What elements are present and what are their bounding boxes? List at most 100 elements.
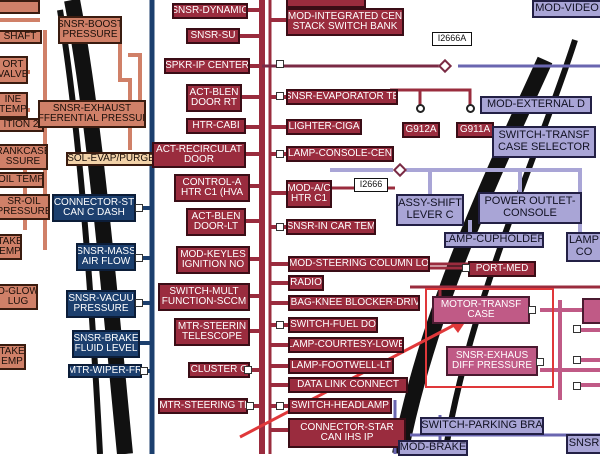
port-med-label: PORT-MED	[475, 262, 529, 274]
power-outlet-console-box[interactable]: POWER OUTLET- CONSOLE	[478, 192, 582, 224]
left-box-oil-pressure: SR-OIL PRESSURE	[0, 194, 50, 220]
switch-parking-brake-box[interactable]: SWITCH-PARKING BRA	[420, 417, 544, 435]
snsr-boost-pressure-box[interactable]: SNSR-BOOST PRESSURE	[58, 16, 122, 44]
ignition-no-label: IGNITION NO	[181, 259, 245, 270]
htr-cabin-label: HTR-CABI	[192, 119, 240, 131]
lamp-cupholder-box[interactable]: LAMP-CUPHOLDER	[444, 232, 544, 248]
top-cut-box	[286, 0, 366, 8]
left-label-o-glow: O-GLOW	[0, 285, 38, 297]
mod-integrated-center-stack-box[interactable]: MOD-INTEGRATED CEN STACK SWITCH BANK	[286, 8, 404, 36]
snsr-right-box[interactable]: SNSR	[566, 434, 600, 454]
mod-steering-column-label: MOD-STEERING COLUMN LO	[289, 257, 430, 269]
left-label-valve: VALVE	[0, 69, 28, 80]
mtr-steering-tilt-box[interactable]: MTR-STEERING TI	[158, 398, 248, 414]
airbag-knee-blocker-box[interactable]: AIRBAG-KNEE BLOCKER-DRIVER	[288, 295, 420, 311]
radio-box[interactable]: RADIO	[288, 275, 324, 291]
connector-icon	[573, 325, 581, 333]
connector-icon	[462, 264, 470, 272]
lever-c-label: LEVER C	[406, 209, 454, 221]
mod-steering-column-lock-box[interactable]: MOD-STEERING COLUMN LO	[288, 256, 430, 272]
sol-evap-purge-box[interactable]: SOL-EVAP/PURGE	[66, 152, 156, 166]
control-a-label: CONTROL-A	[182, 176, 242, 188]
lamp-console-center-box[interactable]: LAMP-CONSOLE-CEN	[286, 146, 394, 162]
mtr-steering-tilt-label: MTR-STEERING TI	[159, 399, 247, 411]
switch-headlamp-box[interactable]: SWITCH-HEADLAMP	[288, 398, 392, 414]
control-ac-htr-c1-box[interactable]: CONTROL-A HTR C1 (HVA	[174, 174, 250, 202]
switch-multifunction-sccm-box[interactable]: SWITCH-MULT FUNCTION-SCCM	[158, 283, 250, 311]
snsr-mass-air-flow-box[interactable]: SNSR-MASS AIR FLOW	[76, 243, 136, 271]
lamp-footwell-label: LAMP-FOOTWELL-LT	[291, 359, 391, 371]
mod-external-label: MOD-EXTERNAL D	[487, 98, 585, 111]
left-box-top	[0, 0, 40, 14]
left-label-oil-temp: OIL TEMP	[0, 173, 44, 185]
act-recirculat-label: ACT-RECIRCULAT	[156, 143, 242, 155]
ground-g912a-box[interactable]: G912A	[402, 122, 440, 138]
switch-fuel-door-label: SWITCH-FUEL DO	[290, 318, 376, 330]
power-outlet-label: POWER OUTLET-	[484, 195, 576, 208]
data-link-connector-box[interactable]: DATA LINK CONNECT	[288, 377, 408, 393]
htr-cabin-box[interactable]: HTR-CABI	[186, 118, 246, 134]
connector-icon	[135, 204, 143, 212]
splice-label-i2666: I2666	[354, 178, 388, 192]
left-box-glow-plug: O-GLOW LUG	[0, 284, 38, 310]
snsr-dynamic-box[interactable]: SNSR-DYNAMIC	[172, 3, 248, 19]
lamp-console-right-box[interactable]: LAMP CO	[566, 232, 600, 262]
port-media-box[interactable]: PORT-MED	[468, 261, 536, 277]
mod-external-box[interactable]: MOD-EXTERNAL D	[480, 96, 592, 114]
snsr-exhaust-diff-pressure-box[interactable]: SNSR-EXHAUST DIFFERENTIAL PRESSURE	[38, 100, 146, 128]
assy-shift-lever-box[interactable]: ASSY-SHIFT LEVER C	[396, 194, 464, 226]
connector-icon	[276, 402, 284, 410]
left-box-crankcase: RANKCASE SSURE	[0, 144, 48, 170]
connector-icon	[276, 321, 284, 329]
connector-star-can-ihs-ip-box[interactable]: CONNECTOR-STAR CAN IHS IP	[288, 418, 406, 448]
sol-evap-purge-label: SOL-EVAP/PURGE	[67, 152, 155, 164]
mod-ac-label: MOD-A/C	[287, 182, 331, 194]
snsr-dynamic-label: SNSR-DYNAMIC	[172, 4, 248, 16]
door-lt-label: DOOR-LT	[193, 221, 239, 232]
mod-keyles-label: MOD-KEYLES	[180, 248, 246, 260]
mtr-wiper-front-box[interactable]: MTR-WIPER-FR	[68, 364, 142, 378]
mod-video-box[interactable]: MOD-VIDEO	[532, 0, 600, 18]
mod-integrated-label: MOD-INTEGRATED CEN	[287, 10, 403, 22]
snsr-brake-fluid-level-box[interactable]: SNSR-BRAKE FLUID LEVEL	[72, 330, 140, 358]
switch-parking-label: SWITCH-PARKING BRA	[421, 419, 543, 432]
connector-star-can-c-dash-box[interactable]: CONNECTOR-ST CAN C DASH	[52, 194, 136, 222]
snsr-vacuum-pressure-box[interactable]: SNSR-VACUU PRESSURE	[66, 290, 136, 318]
left-box-temp: INE TEMP	[0, 92, 28, 118]
act-blend-door-lt-box[interactable]: ACT-BLEN DOOR-LT	[186, 208, 246, 236]
left-label-ine: INE	[4, 93, 22, 105]
snsr-su-label: SNSR-SU	[190, 29, 236, 41]
cluster-box[interactable]: CLUSTER C	[188, 362, 250, 378]
mod-keyless-ignition-box[interactable]: MOD-KEYLES IGNITION NO	[176, 246, 250, 274]
motor-transfer-case-box[interactable]: MOTOR-TRANSF CASE	[432, 296, 530, 324]
motor-transf-label: MOTOR-TRANSF	[440, 298, 522, 310]
ground-g911a-box[interactable]: G911A	[456, 122, 494, 138]
spkr-ip-center-box[interactable]: SPKR-IP CENTER	[164, 58, 250, 74]
snsr-evaporator-temp-box[interactable]: SNSR-EVAPORATOR TE	[286, 89, 398, 105]
act-blend-door-rt-box[interactable]: ACT-BLEN DOOR RT	[186, 84, 242, 112]
mtr-steering-telescope-box[interactable]: MTR-STEERIN TELESCOPE	[174, 318, 250, 346]
switch-mult-label: SWITCH-MULT	[169, 285, 239, 297]
connector-icon	[244, 366, 252, 374]
switch-fuel-door-box[interactable]: SWITCH-FUEL DO	[288, 317, 378, 333]
lamp-cupholder-label: LAMP-CUPHOLDER	[444, 233, 544, 246]
mod-ac-htr-c1-box[interactable]: MOD-A/C HTR C1	[286, 180, 332, 208]
fluid-level-label: FLUID LEVEL	[74, 343, 138, 354]
act-recirculation-door-box[interactable]: ACT-RECIRCULAT DOOR	[152, 142, 246, 168]
left-label-take: TAKE	[0, 235, 22, 247]
g911a-label: G911A	[459, 123, 491, 135]
splice-label-i2666a: I2666A	[432, 32, 472, 46]
left-label-ition: ITION 2	[3, 118, 39, 130]
left-label-take-2: TAKE	[0, 345, 25, 357]
connector-st-label: CONNECTOR-ST	[53, 196, 135, 208]
connector-icon	[276, 150, 284, 158]
snsr-su-box[interactable]: SNSR-SU	[186, 28, 240, 44]
lighter-cigar-label: LIGHTER-CIGA	[288, 120, 360, 132]
mtr-wiper-label: MTR-WIPER-FR	[68, 364, 142, 376]
switch-transfer-case-selector-box[interactable]: SWITCH-TRANSF CASE SELECTOR	[492, 126, 596, 158]
connector-icon	[276, 92, 284, 100]
lamp-courtesy-lower-box[interactable]: LAMP-COURTESY-LOWE	[288, 337, 404, 353]
lighter-cigar-box[interactable]: LIGHTER-CIGA	[286, 119, 362, 135]
snsr-in-car-temp-box[interactable]: SNSR-IN CAR TEM	[286, 219, 376, 235]
lamp-footwell-lt-box[interactable]: LAMP-FOOTWELL-LT	[288, 358, 394, 374]
